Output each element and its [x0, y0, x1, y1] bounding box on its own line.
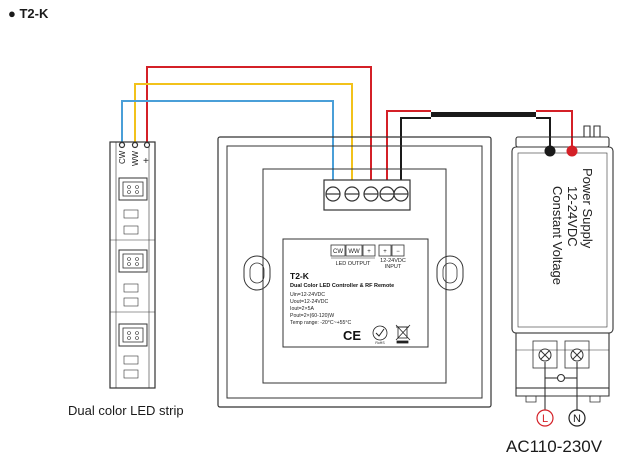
spec-pout: Pout=2×(60-120)W — [290, 313, 334, 319]
wires — [121, 66, 573, 182]
live-terminal-icon — [536, 409, 554, 427]
yellow-wire-strip-ww — [134, 83, 353, 182]
spec-temp: Temp range: -20°C~+55°C — [290, 320, 351, 326]
psu-dc-minus-terminal — [544, 145, 556, 157]
strip-label-plus: + — [143, 156, 149, 167]
psu-line-1: Power Supply — [580, 168, 595, 249]
strip-pin-plus — [143, 141, 151, 149]
psu-dc-terminals — [544, 145, 578, 157]
rohs-icon: RoHS — [372, 325, 388, 345]
strip-pin-ww — [131, 141, 139, 149]
weee-bin-icon — [395, 324, 411, 344]
ac-terminal-markers: L N — [536, 409, 586, 427]
label-out-plus: + — [367, 249, 371, 255]
psu-line-3: Constant Voltage — [550, 186, 565, 285]
psu-dc-plus-terminal — [566, 145, 578, 157]
label-in-plus: + — [383, 249, 387, 255]
mount-slot-left — [243, 255, 271, 291]
psu-text: Power Supply 12-24VDC Constant Voltage — [550, 168, 595, 285]
svg-text:N: N — [573, 413, 581, 425]
terminal-screws — [325, 186, 409, 202]
svg-text:L: L — [542, 413, 548, 425]
mount-slot-right — [436, 255, 464, 291]
strip-label-cw: CW — [118, 150, 127, 164]
psu-ac-wires — [544, 362, 578, 410]
controller-model: T2-K — [290, 271, 310, 281]
ac-input-label: AC110-230V — [506, 437, 603, 456]
led-strip — [109, 141, 156, 389]
spec-iout: Iout=2×5A — [290, 306, 314, 312]
strip-caption: Dual color LED strip — [68, 403, 184, 418]
diagram-title: ● T2-K — [8, 6, 48, 21]
neutral-terminal-icon — [568, 409, 586, 427]
label-out-cw: CW — [333, 249, 343, 255]
controller-label-plate: CW WW + + − LED OUTPUT 12-24VDC INPUT T2… — [282, 238, 429, 348]
svg-text:RoHS: RoHS — [375, 341, 385, 345]
red-wire-strip-plus — [146, 66, 372, 182]
label-in-minus: − — [396, 249, 400, 255]
led-output-label: LED OUTPUT — [336, 261, 371, 267]
label-out-ww: WW — [348, 249, 360, 255]
diagram-title-text: T2-K — [19, 6, 49, 21]
input-label-line2: INPUT — [385, 264, 402, 270]
controller-description: Dual Color LED Controller & RF Remote — [290, 283, 394, 289]
input-label-line1: 12-24VDC — [380, 258, 406, 264]
strip-label-ww: WW — [131, 150, 140, 166]
strip-pin-cw — [118, 141, 126, 149]
spec-uin: Uin=12-24VDC — [290, 292, 325, 298]
psu-line-2: 12-24VDC — [565, 186, 580, 247]
strip-pin-labels: CW WW + — [118, 150, 149, 167]
psu-ac-screws — [538, 348, 584, 362]
ce-mark-icon: CE — [343, 328, 361, 343]
black-wire-input-minus — [400, 117, 551, 182]
spec-uout: Uout=12-24VDC — [290, 299, 328, 305]
bullet-icon: ● — [8, 6, 16, 21]
blue-wire-strip-cw — [121, 100, 334, 182]
